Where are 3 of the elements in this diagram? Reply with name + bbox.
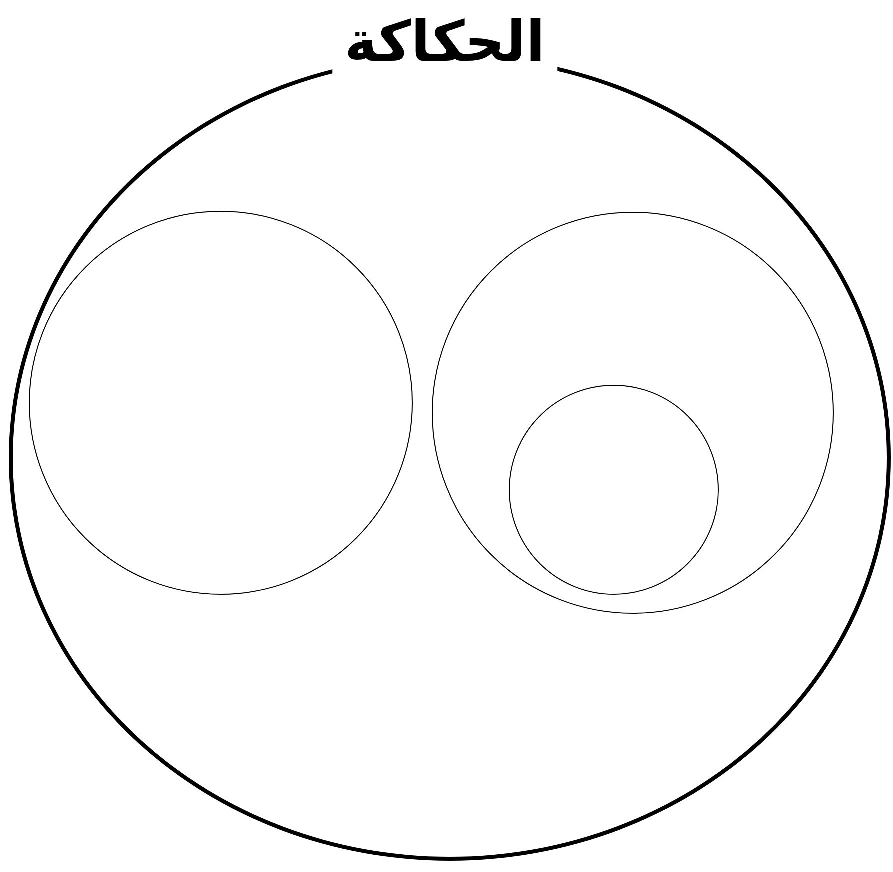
circle — [29, 211, 413, 595]
circle — [508, 384, 718, 594]
circle — [432, 212, 834, 614]
